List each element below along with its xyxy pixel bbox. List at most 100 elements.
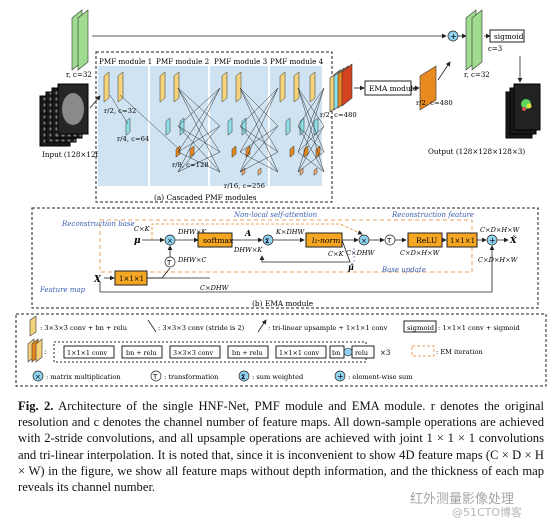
input-volume — [39, 83, 89, 147]
pmf-row-r2 — [103, 71, 316, 103]
feature-map-label: Feature map — [39, 286, 86, 294]
ema-output-map — [419, 65, 437, 111]
pmf-module-2-label: PMF module 2 — [156, 57, 209, 66]
r4-feature-map-4 — [241, 117, 247, 136]
caption-fig-label: Fig. 2. — [18, 399, 54, 413]
architecture-figure: Input (128×128×128×4) r, c=32 PMF module… — [15, 9, 547, 387]
encoder-map — [71, 9, 89, 71]
connection-line-6 — [177, 87, 221, 153]
connection-line-27 — [297, 87, 325, 127]
pmf-row-r8 — [175, 145, 321, 158]
res-r8-c128: r/8, c=128 — [172, 161, 209, 169]
figure-caption: Fig. 2. Architecture of the single HNF-N… — [18, 398, 544, 495]
svg-text:T: T — [152, 373, 158, 381]
connection-line-37 — [119, 94, 181, 151]
input-label: Input (128×128×128×4) — [42, 150, 133, 159]
res-r4-c64: r/4, c=64 — [117, 135, 149, 143]
r4-feature-map-3 — [227, 117, 233, 136]
connection-line-31 — [297, 125, 325, 153]
transformation-legend-label: : transformation — [164, 373, 219, 381]
connection-line-10 — [177, 125, 221, 173]
cxk-label: C×K — [134, 225, 151, 233]
kxdhw-label: K×DHW — [275, 228, 305, 236]
svg-text:×: × — [361, 237, 367, 245]
l2norm-label: l₂-norm — [312, 236, 340, 245]
r8-feature-map-2 — [231, 145, 237, 158]
svg-text:Σ: Σ — [265, 237, 269, 245]
r16-feature-map-3 — [313, 167, 318, 176]
mu-hat-symbol: μ̂ — [348, 262, 354, 272]
pmf-module-1-label: PMF module 1 — [99, 57, 152, 66]
connection-line-9 — [177, 87, 221, 173]
conv3-legend-icon — [29, 315, 37, 337]
output-volume — [505, 83, 541, 139]
connection-line-34 — [297, 125, 325, 173]
dhwxk2-label: DHW×K — [233, 246, 263, 254]
legend-b5: 1×1×1 conv — [279, 349, 319, 357]
res-c3: c=3 — [488, 45, 502, 53]
cxdxhxw3-label: C×D×H×W — [478, 256, 519, 264]
connection-line-18 — [239, 87, 279, 153]
upsample-legend-label: : tri-linear upsample + 1×1×1 conv — [268, 324, 388, 332]
connection-line-35 — [297, 151, 325, 173]
x-symbol: X — [93, 275, 102, 285]
res-r-c32-out: r, c=32 — [464, 71, 490, 79]
legend-b2: bn + relu — [126, 349, 157, 357]
mu-symbol: μ — [134, 236, 141, 246]
r2-feature-map-7 — [293, 71, 300, 103]
em-iteration-box — [99, 219, 473, 273]
r2-feature-map-3 — [173, 71, 180, 103]
res-r16-c256: r/16, c=256 — [224, 182, 265, 190]
legend-b1: 1×1×1 conv — [67, 349, 107, 357]
base-update-label: Base update — [381, 266, 426, 274]
conv3-legend-label: : 3×3×3 conv + bn + relu — [40, 324, 127, 332]
sum-legend-label: : element-wise sum — [348, 373, 413, 381]
nonlocal-label: Non-local self-attention — [233, 211, 318, 219]
em-iter-legend-icon — [411, 345, 435, 357]
transformation-legend-icon — [150, 370, 162, 382]
sigmoid-legend-box: sigmoid — [407, 324, 435, 332]
r2-feature-map-8 — [309, 71, 316, 103]
matmul-legend-icon — [32, 370, 44, 382]
svg-text:+: + — [489, 236, 496, 245]
watermark-line1: 红外测量影像处理 — [410, 492, 515, 507]
concat-feature-map — [329, 63, 353, 113]
ema-module-label: EMA module — [369, 84, 417, 93]
connection-line-3 — [177, 87, 221, 127]
legend-b6: bn — [332, 349, 340, 357]
r4-feature-map-1 — [165, 117, 171, 136]
output-label: Output (128×128×128×3) — [428, 147, 525, 156]
cascaded-caption: (a) Cascaded PMF modules — [154, 193, 257, 202]
a-symbol: A — [244, 228, 251, 238]
cxk2-label: C×K — [328, 250, 345, 258]
conv3s2-legend-label: : 3×3×3 conv (stride is 2) — [158, 324, 245, 332]
r8-feature-map-4 — [289, 145, 295, 158]
r8-feature-map-3 — [245, 145, 251, 158]
r8-feature-map-1 — [189, 145, 195, 158]
res-r2-c480b: r/2, c=480 — [416, 99, 453, 107]
legend-b4: bn + relu — [232, 349, 263, 357]
conv111b-label: 1×1×1 — [119, 275, 144, 283]
svg-text:Σ: Σ — [241, 373, 245, 381]
ema-caption: (b) EMA module — [252, 299, 313, 308]
pmf-module-4-label: PMF module 4 — [270, 57, 324, 66]
connection-line-19 — [239, 125, 279, 153]
cxdxhxw-label: C×D×H×W — [400, 249, 441, 257]
connection-line-33 — [297, 87, 325, 173]
conv111-label: 1×1×1 — [450, 237, 475, 245]
sum-weighted-legend-icon — [238, 370, 250, 382]
sum-legend-icon — [334, 370, 346, 382]
softmax-label: softmax — [203, 236, 234, 245]
dhwxk-label: DHW×K — [177, 228, 207, 236]
connection-line-7 — [177, 125, 221, 153]
res-r2-c32: r/2, c=32 — [104, 107, 136, 115]
svg-text:T: T — [386, 237, 392, 245]
pmf-cascade-box — [95, 51, 333, 203]
r2-feature-map-0 — [103, 71, 110, 103]
pmf-module-3-label: PMF module 3 — [214, 57, 268, 66]
downsample-legend-icon — [147, 319, 157, 333]
r2-feature-map-4 — [221, 71, 228, 103]
sum-weighted-legend-label: : sum weighted — [252, 373, 304, 381]
svg-text:×: × — [35, 373, 41, 381]
connection-line-36 — [109, 94, 129, 125]
